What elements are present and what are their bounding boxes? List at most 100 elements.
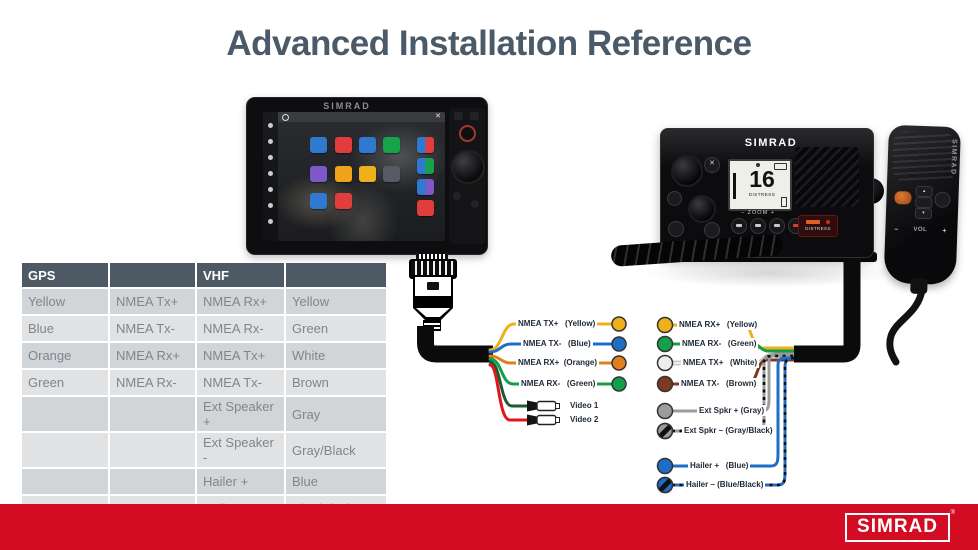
- radio-exit-button: ✕: [704, 157, 720, 173]
- terminal-orange: [611, 355, 627, 371]
- lcd-icon: [756, 163, 760, 167]
- wire-label-nmea-rx-minus: NMEA RX- (Green): [519, 378, 598, 389]
- rca-connector-video2: [527, 414, 560, 426]
- chartplotter-screen: ✕: [263, 112, 445, 241]
- radio-distress-button: DISTRESS: [798, 215, 838, 237]
- app-tile: [310, 166, 327, 182]
- gps-cable-connector: [406, 253, 457, 333]
- plotter-button: [470, 112, 479, 120]
- wire-label-vhf-rx-plus: NMEA RX+ (Yellow): [677, 319, 760, 330]
- wire-label-video1: Video 1: [568, 400, 601, 411]
- radio-power-button: [668, 221, 684, 237]
- wire-label-video2: Video 2: [568, 414, 601, 425]
- app-tile: [335, 166, 352, 182]
- lcd-channel-name: DISTRESS: [748, 192, 776, 197]
- table-header-vhf: VHF: [197, 263, 284, 287]
- vol-minus: –: [894, 225, 899, 233]
- app-tile: [417, 137, 434, 153]
- vol-label: VOL: [913, 226, 928, 234]
- table-header-gps: GPS: [22, 263, 108, 287]
- chartplotter-device: SIMRAD ✕: [246, 97, 488, 255]
- wire-video-2: [488, 363, 529, 422]
- wire-nmea-tx-plus: [488, 322, 613, 352]
- radio-softkey: [750, 218, 766, 234]
- wire-nmea-rx-minus: [488, 357, 613, 386]
- plotter-button: [454, 112, 463, 120]
- terminal-green: [656, 335, 674, 353]
- radio-lcd: 16 DISTRESS: [728, 159, 792, 211]
- gps-cable: [417, 326, 493, 363]
- wire-label-hailer-plus: Hailer + (Blue): [688, 460, 751, 471]
- footer-logo: SIMRAD: [845, 513, 950, 542]
- radio-softkey: [769, 218, 785, 234]
- mic-down-button: ▾: [914, 207, 933, 220]
- radio-softkey: [731, 218, 747, 234]
- table-row: Hailer +Blue: [22, 469, 386, 494]
- radio-speaker-grille: [795, 147, 859, 207]
- terminal-green: [611, 376, 627, 392]
- terminal-yellow: [656, 316, 674, 334]
- app-tile: [335, 193, 352, 209]
- wire-label-vhf-tx-minus: NMEA TX- (Brown): [679, 378, 759, 389]
- wire-label-vhf-rx-minus: NMEA RX- (Green): [680, 338, 759, 349]
- app-tile: [417, 179, 434, 195]
- app-tile: [417, 200, 434, 216]
- terminal-white: [656, 354, 674, 372]
- connector-band: [413, 296, 453, 308]
- table-row: Ext Speaker -Gray/Black: [22, 433, 386, 467]
- vol-plus: +: [942, 227, 947, 235]
- vhf-cable: [794, 258, 861, 363]
- plotter-cursor-pad: [459, 125, 476, 142]
- chartplotter-keypad: [449, 108, 485, 244]
- radio-volume-knob: [688, 195, 716, 223]
- mic-ptt-button: [894, 191, 912, 205]
- app-tile: [383, 166, 400, 182]
- terminal-blue: [656, 457, 674, 475]
- handset-mic: SIMRAD ▴ ▾ – VOL +: [883, 124, 961, 299]
- rca-connector-video1: [527, 400, 560, 412]
- terminal-blue: [611, 336, 627, 352]
- wire-label-ext-spkr-minus: Ext Spkr – (Gray/Black): [682, 425, 775, 436]
- vhf-wire-diagram: [656, 258, 861, 494]
- mic-channel-button: [915, 196, 933, 209]
- lcd-battery-icon: [781, 197, 787, 207]
- distress-icon: [806, 220, 820, 224]
- mic-cable: [886, 286, 926, 366]
- registered-mark: ®: [950, 510, 955, 516]
- gear-icon: [282, 114, 289, 121]
- lcd-signal-bar: [733, 173, 736, 199]
- mic-brand: SIMRAD: [949, 138, 958, 176]
- mic-hl-button: [934, 191, 951, 208]
- lcd-channel-number: 16: [749, 166, 775, 192]
- app-tile: [417, 158, 434, 174]
- app-tile: [335, 137, 352, 153]
- wire-label-nmea-rx-plus: NMEA RX+ (Orange): [516, 357, 600, 368]
- radio-brand: SIMRAD: [744, 137, 798, 149]
- wire-hailer-minus-stripe: [672, 356, 796, 487]
- plotter-button: [471, 200, 479, 208]
- mic-up-button: ▴: [915, 185, 933, 198]
- wire-nmea-rx-plus: [488, 354, 613, 365]
- terminal-gray: [656, 402, 674, 420]
- wire-video-1: [488, 360, 529, 408]
- app-tile: [310, 193, 327, 209]
- app-tile: [359, 137, 376, 153]
- wire-label-nmea-tx-plus: NMEA TX+ (Yellow): [516, 318, 598, 329]
- radio-zoom-label: – ZOOM +: [741, 210, 775, 216]
- terminal-yellow: [611, 316, 627, 332]
- terminal-stripe: [658, 478, 673, 493]
- distress-led: [826, 220, 830, 224]
- plotter-button: [453, 192, 461, 200]
- footer-bar: SIMRAD ®: [0, 504, 978, 550]
- mic-volume-row: – VOL +: [894, 223, 946, 237]
- radio-button: [704, 222, 720, 238]
- terminal-brown: [656, 375, 674, 393]
- wire-label-vhf-tx-plus: NMEA TX+ (White): [681, 357, 760, 368]
- page-title: Advanced Installation Reference: [226, 24, 752, 63]
- mic-body: SIMRAD ▴ ▾ – VOL +: [883, 124, 961, 295]
- chartplotter-brand: SIMRAD: [323, 101, 371, 111]
